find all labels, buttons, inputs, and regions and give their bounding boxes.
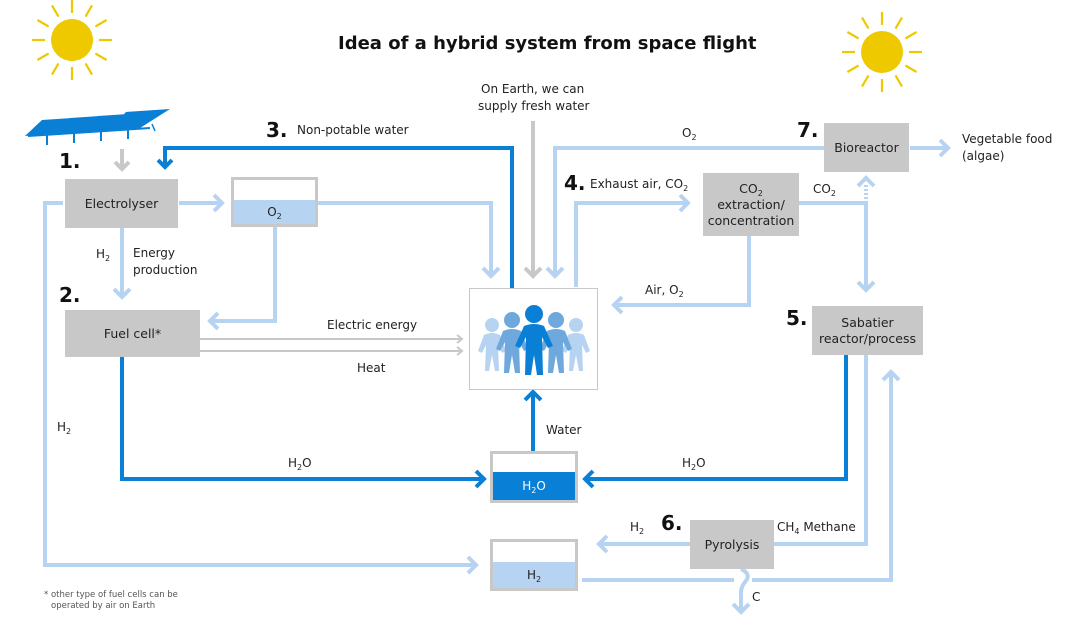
fuel-cell-box[interactable]: Fuel cell*	[65, 310, 200, 357]
methane-label: CH4 Methane	[777, 520, 856, 536]
sun-icon	[842, 12, 922, 92]
arrowhead-sabatier-h2	[881, 369, 901, 382]
step-number-6: 6.	[661, 511, 683, 535]
arrowhead-fuel-cell	[112, 287, 132, 300]
footnote-line2: operated by air on Earth	[51, 601, 156, 611]
h2-tank-fill: H2	[493, 562, 575, 588]
electrolyser-box[interactable]: Electrolyser	[65, 179, 178, 228]
flow-o2-bioreactor-to-people	[553, 146, 824, 274]
fuel-cell-label: Fuel cell*	[103, 325, 162, 341]
o2-top-label: O2	[682, 126, 697, 142]
flow-methane	[774, 355, 868, 546]
step-number-3: 3.	[266, 118, 288, 142]
co2-extraction-label-line2: extraction/	[717, 196, 785, 212]
flow-o2-to-people	[318, 201, 493, 274]
non-potable-water-label: Non-potable water	[297, 123, 409, 137]
arrowhead-h2o-right	[582, 469, 595, 489]
bioreactor-label: Bioreactor	[834, 139, 899, 155]
arrowhead-h2-tank	[466, 555, 479, 575]
flow-h2-to-h2-tank	[43, 201, 476, 567]
h2o-right-label: H2O	[682, 456, 706, 472]
co2-extraction-box[interactable]: CO2 extraction/ concentration	[703, 173, 799, 236]
arrowhead-h2-from-pyrolysis	[596, 534, 609, 554]
co2-extraction-label-line3: concentration	[707, 212, 795, 228]
carbon-label: C	[752, 590, 761, 604]
step-number-5: 5.	[786, 306, 808, 330]
arrowhead-people-water	[523, 389, 543, 402]
h2-tank-label: H2	[526, 568, 542, 584]
h2-electrolyser-label: H2	[96, 247, 111, 263]
arrowhead-h2o-left	[474, 469, 487, 489]
arrowhead-food	[938, 138, 951, 158]
co2-out-label: CO2	[813, 182, 836, 198]
air-o2-label: Air, O2	[645, 283, 684, 299]
o2-tank-label: O2	[267, 205, 282, 221]
people-group-icon	[478, 305, 590, 375]
arrowhead-o2-tank	[212, 193, 225, 213]
flow-sabatier-to-h2o	[585, 355, 848, 481]
solar-panel-icon	[25, 109, 170, 145]
h2-tank[interactable]: H2	[490, 539, 578, 591]
water-label: Water	[546, 423, 582, 437]
vegetable-food-label-line1: Vegetable food	[962, 132, 1053, 146]
energy-production-label-line1: Energy	[133, 246, 176, 260]
step-number-4: 4.	[564, 171, 586, 195]
sabatier-label-line2: reactor/process	[818, 330, 917, 346]
h2o-tank[interactable]: H2O	[490, 451, 578, 503]
electric-energy-label: Electric energy	[327, 318, 418, 332]
footnote: * other type of fuel cells can be operat…	[44, 590, 178, 612]
step-number-2: 2.	[59, 283, 81, 307]
arrowhead-fuel-cell-o2	[207, 311, 220, 331]
energy-production-label-line2: production	[133, 263, 198, 277]
arrowhead-people-air	[611, 295, 624, 315]
arrowhead-electrolyser-blue	[156, 158, 174, 170]
flow-air-o2	[614, 236, 751, 307]
arrowhead-electric-energy	[456, 334, 464, 344]
o2-tank-fill: O2	[234, 200, 315, 224]
step-number-1: 1.	[59, 149, 81, 173]
arrowhead-fresh-water	[523, 266, 543, 279]
sun-icon	[32, 0, 112, 80]
flow-co2-to-sabatier	[799, 201, 868, 290]
pyrolysis-box[interactable]: Pyrolysis	[690, 520, 774, 569]
pyrolysis-label: Pyrolysis	[704, 536, 760, 552]
flow-exhaust-air	[574, 201, 688, 287]
step-number-7: 7.	[797, 118, 819, 142]
co2-extraction-label-line1: CO2	[739, 180, 763, 198]
fresh-water-label-line2: supply fresh water	[478, 99, 590, 113]
flow-non-potable-water	[163, 146, 514, 288]
arrowhead-carbon	[731, 602, 751, 615]
exhaust-air-label: Exhaust air, CO2	[590, 177, 689, 193]
heat-label: Heat	[357, 361, 386, 375]
flow-h2-tank-to-sabatier	[582, 372, 893, 582]
h2-pyrolysis-label: H2	[630, 520, 645, 536]
arrowhead-people-o2	[481, 266, 501, 279]
arrowhead-sabatier	[856, 280, 876, 293]
flow-o2-to-fuel-cell	[210, 226, 277, 323]
h2-left-label: H2	[57, 420, 72, 436]
habitat-people-box[interactable]	[469, 288, 598, 390]
sabatier-label-line1: Sabatier	[841, 314, 894, 330]
sabatier-box[interactable]: Sabatier reactor/process	[812, 306, 923, 355]
h2o-tank-label: H2O	[522, 479, 546, 495]
arrowhead-heat	[456, 346, 464, 356]
flow-carbon	[738, 567, 750, 612]
h2o-tank-fill: H2O	[493, 472, 575, 500]
diagram-title: Idea of a hybrid system from space fligh…	[338, 33, 757, 54]
flow-co2-to-bioreactor	[856, 175, 876, 203]
footnote-line1: * other type of fuel cells can be	[44, 590, 178, 600]
arrowhead-people-o2-right	[545, 266, 565, 279]
bioreactor-box[interactable]: Bioreactor	[824, 123, 909, 172]
arrowhead-electrolyser-grey	[113, 160, 131, 172]
electrolyser-label: Electrolyser	[84, 195, 159, 211]
vegetable-food-label-line2: (algae)	[962, 149, 1005, 163]
fresh-water-label-line1: On Earth, we can	[481, 82, 585, 96]
o2-tank[interactable]: O2	[231, 177, 318, 227]
arrowhead-co2-extraction	[678, 193, 691, 213]
flow-fuel-cell-to-h2o	[120, 357, 484, 481]
h2o-left-label: H2O	[288, 456, 312, 472]
